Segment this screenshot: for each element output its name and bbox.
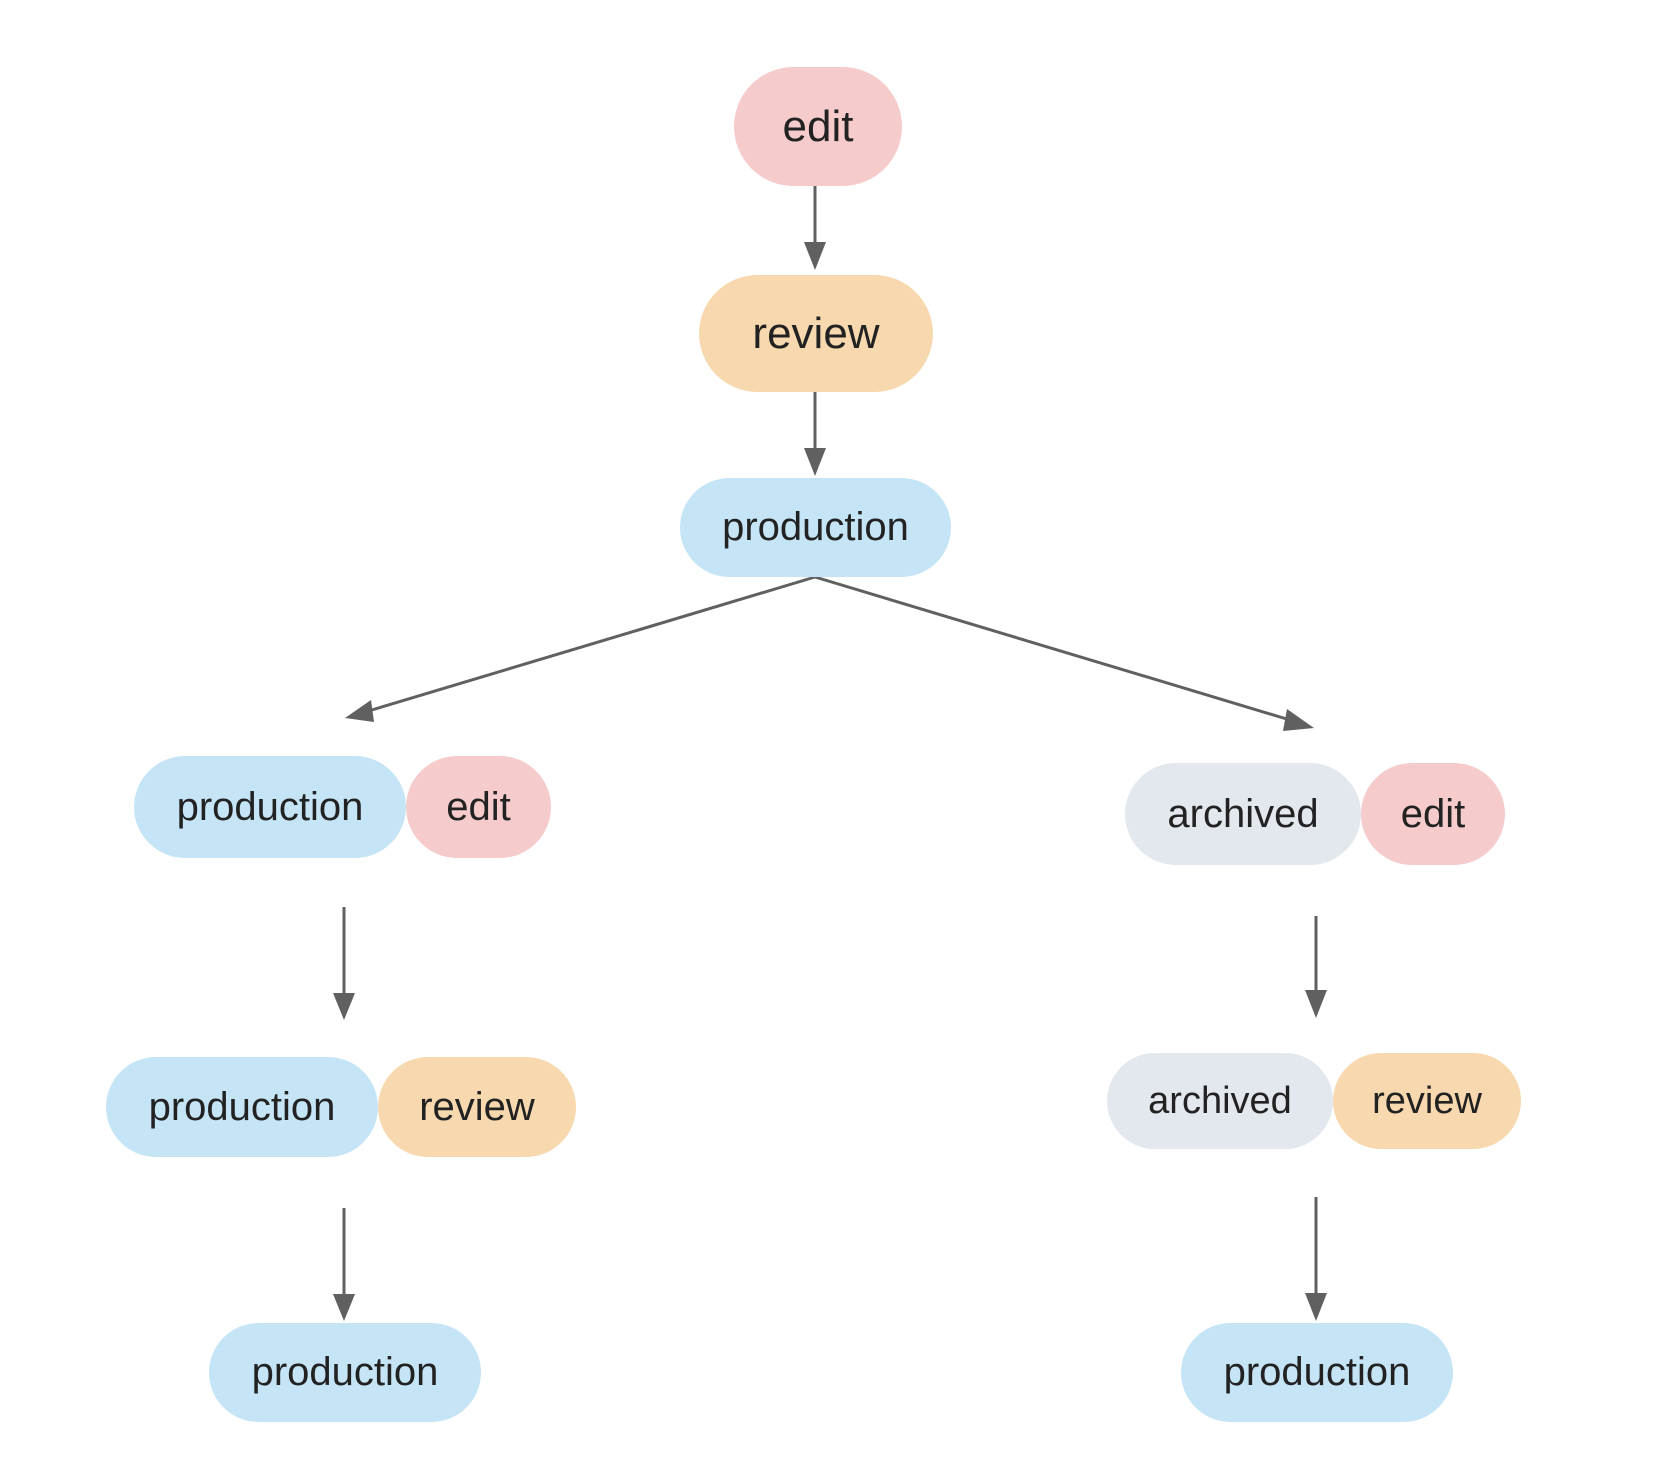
node-right-review-2: review (1333, 1053, 1521, 1149)
edge-left-2-to-3 (333, 1208, 355, 1321)
node-right-edit-1: edit (1361, 763, 1505, 865)
node-right-archived-1: archived (1125, 763, 1361, 865)
edge-right-2-to-3 (1305, 1197, 1327, 1321)
node-root-edit: edit (734, 67, 902, 186)
node-right-archived-2: archived (1107, 1053, 1333, 1149)
edge-left-1-to-2 (333, 907, 355, 1020)
node-root-review: review (699, 275, 933, 392)
edge-review-to-production (804, 392, 826, 476)
node-left-review-2: review (378, 1057, 576, 1157)
edge-edit-to-review (804, 186, 826, 270)
node-right-production-3: production (1181, 1323, 1453, 1422)
node-left-edit-1: edit (406, 756, 551, 858)
edge-production-to-left-branch (345, 575, 816, 722)
node-left-production-1: production (134, 756, 406, 858)
node-root-production: production (680, 478, 951, 577)
edge-right-1-to-2 (1305, 916, 1327, 1018)
edge-production-to-right-branch (814, 575, 1314, 731)
node-left-production-2: production (106, 1057, 378, 1157)
node-left-production-3: production (209, 1323, 481, 1422)
